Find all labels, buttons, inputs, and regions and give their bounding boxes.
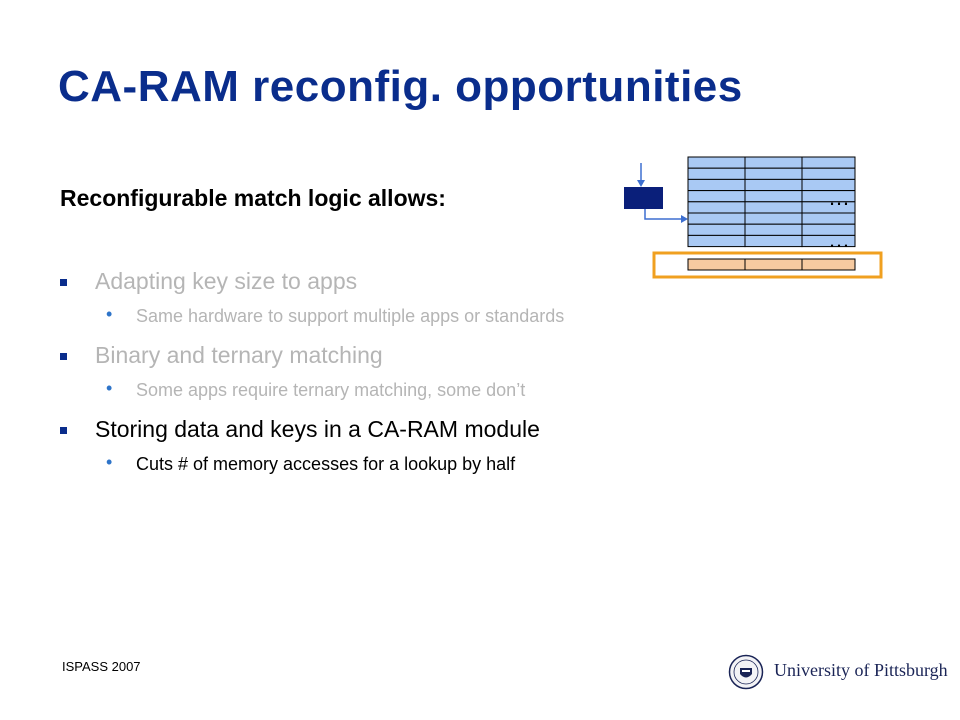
memory-cell <box>744 212 803 225</box>
bullet-item: Storing data and keys in a CA-RAM module <box>60 416 780 452</box>
sub-bullet-item: • Same hardware to support multiple apps… <box>60 304 780 342</box>
arrow-icon <box>681 215 688 223</box>
memory-cell <box>744 167 803 180</box>
arrow-icon <box>637 180 645 187</box>
university-name: University of Pittsburgh <box>774 660 948 680</box>
memory-cell <box>801 190 856 203</box>
memory-cell <box>687 190 746 203</box>
memory-cell <box>801 223 856 236</box>
memory-cell <box>744 223 803 236</box>
square-bullet-icon <box>60 279 67 286</box>
memory-cell <box>744 201 803 214</box>
university-logo: University of Pittsburgh <box>728 654 948 690</box>
arrow-icon <box>644 209 681 220</box>
memory-cell <box>687 156 746 169</box>
key-box-icon <box>624 187 663 209</box>
memory-array <box>687 156 856 248</box>
memory-cell <box>744 234 803 248</box>
slide-subtitle: Reconfigurable match logic allows: <box>60 185 446 211</box>
bullet-text: Binary and ternary matching <box>95 342 383 368</box>
memory-cell <box>801 212 856 225</box>
ellipsis-label: … <box>828 185 850 210</box>
dot-bullet-icon: • <box>106 452 113 472</box>
memory-cell <box>801 156 856 169</box>
memory-cell <box>687 167 746 180</box>
memory-cell <box>687 234 746 248</box>
ellipsis-label: … <box>828 227 850 252</box>
bullet-item: Binary and ternary matching <box>60 342 780 378</box>
memory-cell <box>801 167 856 180</box>
memory-cell <box>801 178 856 192</box>
memory-cell <box>687 212 746 225</box>
memory-cell <box>744 190 803 203</box>
memory-cell <box>801 201 856 214</box>
memory-cell <box>687 223 746 236</box>
square-bullet-icon <box>60 353 67 360</box>
footer-text: ISPASS 2007 <box>62 659 141 674</box>
memory-cell <box>801 234 856 248</box>
memory-cell <box>687 178 746 192</box>
memory-cell <box>744 178 803 192</box>
memory-cell <box>687 201 746 214</box>
slide-title: CA-RAM reconfig. opportunities <box>58 62 743 111</box>
bullet-list: Adapting key size to apps • Same hardwar… <box>60 268 780 490</box>
bullet-item: Adapting key size to apps <box>60 268 780 304</box>
dot-bullet-icon: • <box>106 304 113 324</box>
sub-bullet-text: Some apps require ternary matching, some… <box>136 380 526 400</box>
sub-bullet-text: Cuts # of memory accesses for a lookup b… <box>136 454 516 474</box>
bullet-text: Adapting key size to apps <box>95 268 358 294</box>
dot-bullet-icon: • <box>106 378 113 398</box>
sub-bullet-item: • Cuts # of memory accesses for a lookup… <box>60 452 780 490</box>
sub-bullet-text: Same hardware to support multiple apps o… <box>136 306 565 326</box>
bullet-text: Storing data and keys in a CA-RAM module <box>95 416 540 442</box>
square-bullet-icon <box>60 427 67 434</box>
memory-cell <box>744 156 803 169</box>
sub-bullet-item: • Some apps require ternary matching, so… <box>60 378 780 416</box>
university-seal-icon <box>728 654 764 690</box>
